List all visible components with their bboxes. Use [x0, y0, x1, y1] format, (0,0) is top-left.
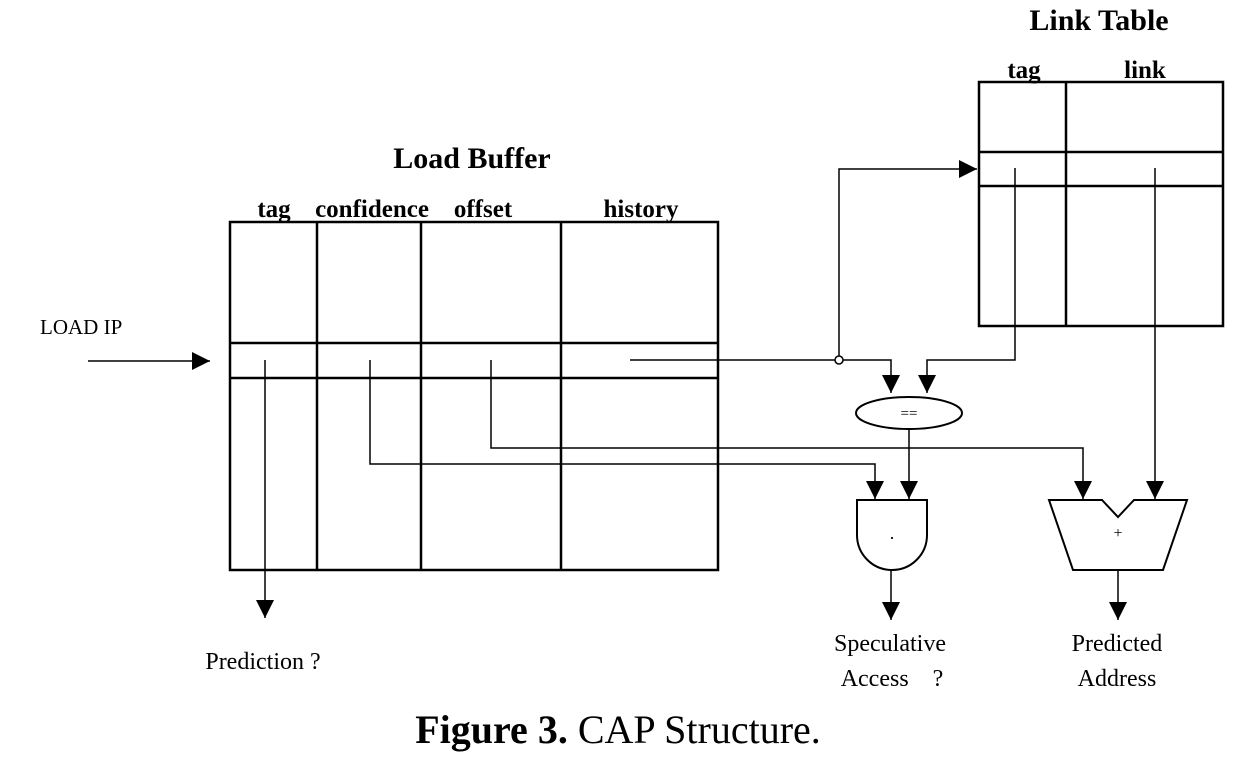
prediction-label: Prediction ?: [205, 649, 320, 675]
and-gate-label: .: [890, 523, 895, 543]
load-buffer-col-offset: offset: [454, 196, 513, 223]
link-table: [977, 80, 1225, 328]
link-table-col-tag: tag: [1007, 57, 1041, 84]
confidence-to-and-line: [369, 360, 884, 499]
adder-label: +: [1113, 525, 1122, 542]
figure-caption: Figure 3. CAP Structure.: [0, 706, 1236, 753]
history-to-comparator-line: [630, 359, 900, 393]
history-to-link-table-line: [838, 160, 977, 360]
load-buffer-col-tag: tag: [257, 196, 291, 223]
load-buffer-col-confidence: confidence: [315, 196, 429, 223]
link-table-title: Link Table: [1029, 4, 1168, 37]
figure-caption-text: CAP Structure.: [577, 707, 821, 752]
junction-dot: [834, 355, 844, 365]
and-gate: .: [856, 499, 928, 571]
offset-to-adder-line: [490, 360, 1092, 499]
comparator-label: ==: [901, 406, 918, 422]
link-tag-to-comparator-line: [918, 168, 1016, 393]
comparator: ==: [855, 396, 963, 430]
predicted-label-line2: Address: [1078, 666, 1157, 692]
load-buffer-col-history: history: [604, 196, 680, 223]
adder: +: [1047, 499, 1189, 571]
load-buffer-table: [228, 220, 720, 572]
load-ip-label: LOAD IP: [40, 315, 122, 339]
speculative-label-line2: Access ?: [841, 666, 944, 692]
predicted-label-line1: Predicted: [1072, 631, 1163, 657]
link-table-col-link: link: [1124, 57, 1166, 84]
figure-number: Figure 3.: [415, 707, 568, 752]
load-buffer-title: Load Buffer: [393, 142, 551, 175]
speculative-label-line1: Speculative: [834, 631, 946, 657]
